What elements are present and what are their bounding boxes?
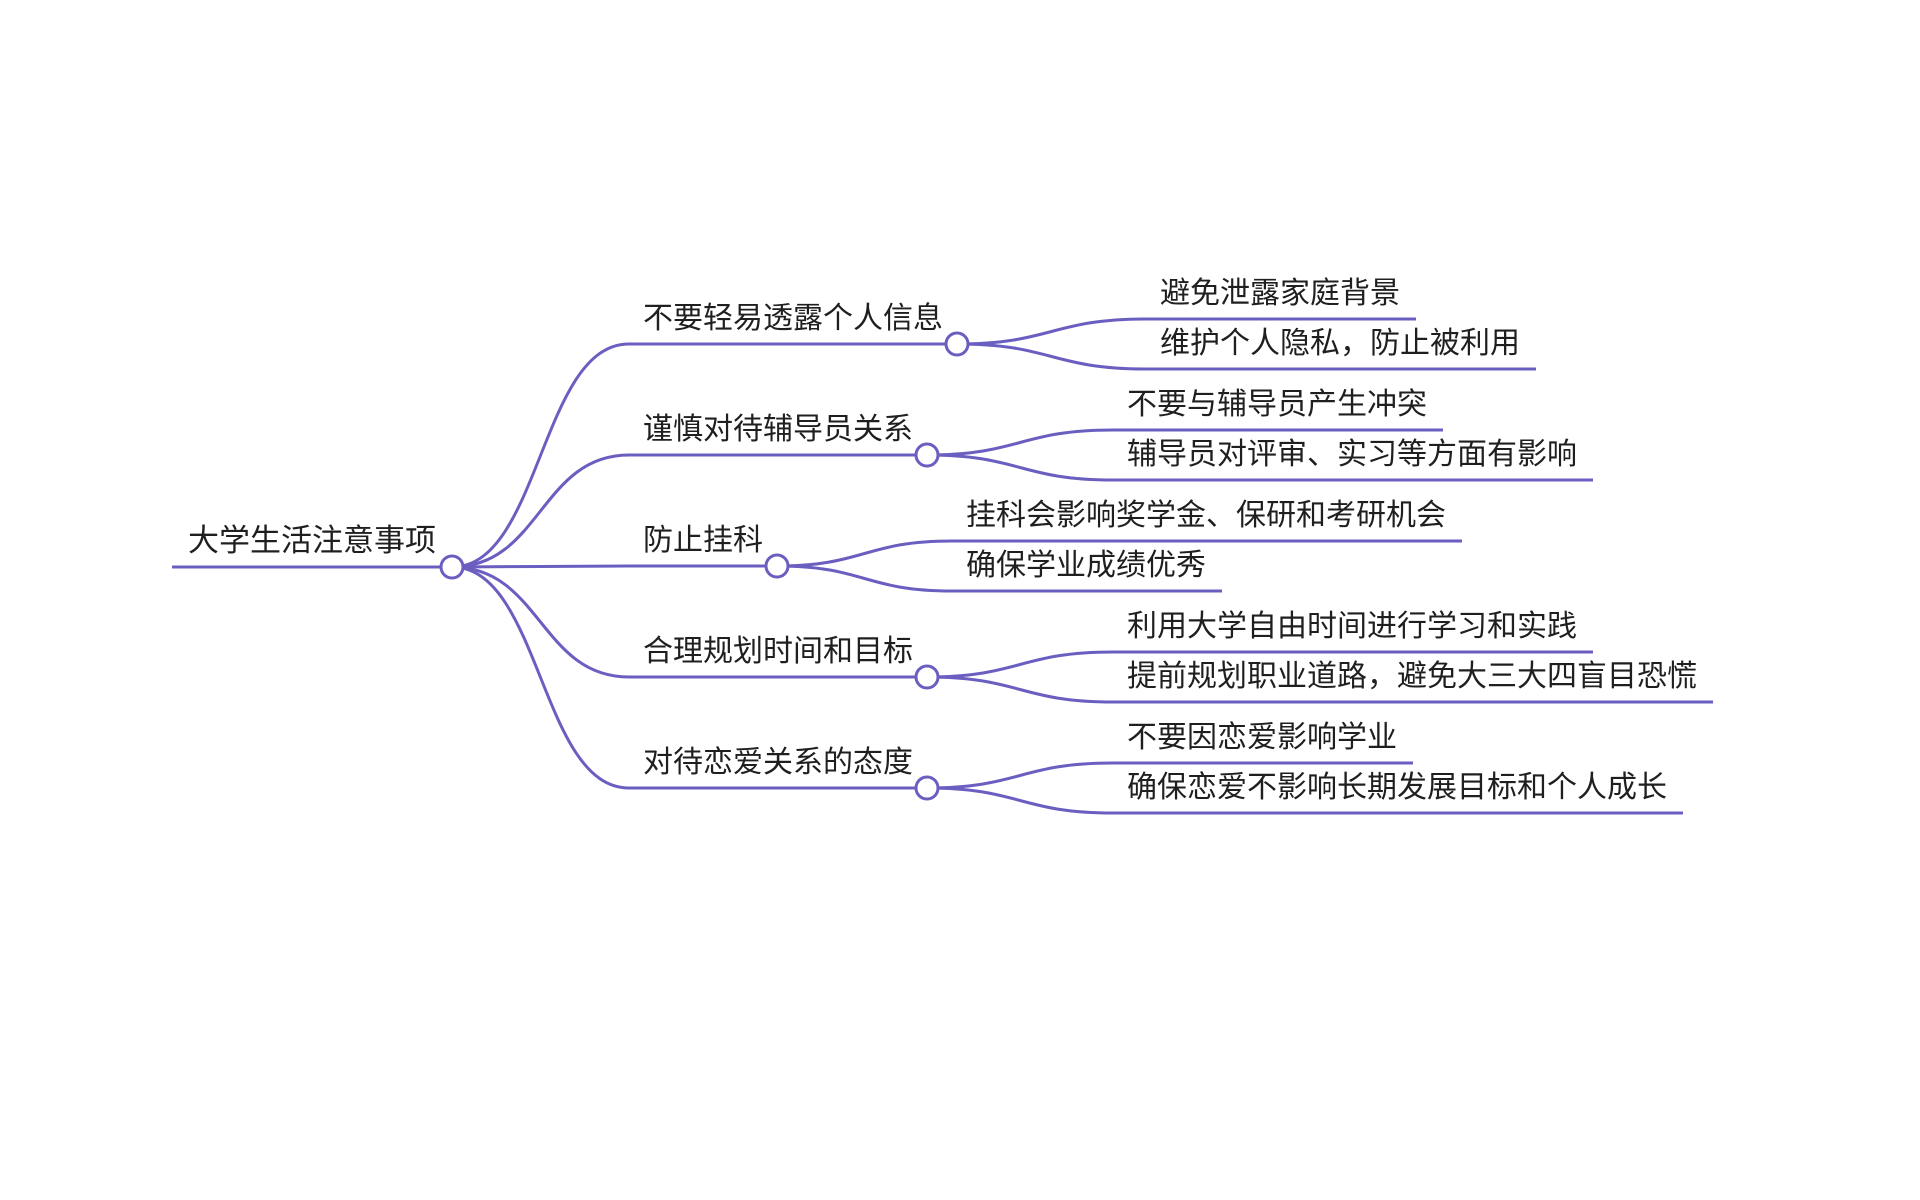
root-to-branch-connector-4 bbox=[451, 565, 630, 790]
root-topic-label: 大学生活注意事项 bbox=[188, 523, 436, 559]
branch-to-leaf-connector-2 bbox=[926, 428, 1114, 457]
leaf-label-counselor-influence: 辅导员对评审、实习等方面有影响 bbox=[1127, 437, 1577, 472]
branch-to-leaf-connector-4 bbox=[776, 539, 953, 568]
leaf-label-scholarship-impact: 挂科会影响奖学金、保研和考研机会 bbox=[966, 498, 1446, 533]
branch-collapse-node-3[interactable] bbox=[914, 664, 940, 690]
leaf-label-free-time-study: 利用大学自由时间进行学习和实践 bbox=[1127, 609, 1577, 644]
branch-to-leaf-connector-5 bbox=[776, 564, 953, 593]
branch-to-leaf-connector-0 bbox=[956, 317, 1147, 346]
branch-label-romance: 对待恋爱关系的态度 bbox=[643, 745, 913, 780]
branch-collapse-node-4[interactable] bbox=[914, 775, 940, 801]
leaf-label-good-grades: 确保学业成绩优秀 bbox=[966, 548, 1206, 583]
root-to-branch-connector-0 bbox=[451, 342, 630, 569]
leaf-label-family-background: 避免泄露家庭背景 bbox=[1160, 276, 1400, 311]
root-to-branch-connector-1 bbox=[451, 453, 630, 569]
root-collapse-node[interactable] bbox=[439, 554, 465, 580]
branch-collapse-node-0[interactable] bbox=[944, 331, 970, 357]
branch-to-leaf-connector-1 bbox=[956, 342, 1147, 371]
root-to-branch-connector-3 bbox=[451, 565, 630, 679]
branch-label-personal-info: 不要轻易透露个人信息 bbox=[643, 301, 943, 336]
branch-to-leaf-connector-3 bbox=[926, 453, 1114, 482]
branch-label-counselor: 谨慎对待辅导员关系 bbox=[643, 412, 913, 447]
branch-label-time-planning: 合理规划时间和目标 bbox=[643, 634, 913, 669]
branch-to-leaf-connector-7 bbox=[926, 675, 1114, 704]
branch-to-leaf-connector-9 bbox=[926, 786, 1114, 815]
branch-collapse-node-1[interactable] bbox=[914, 442, 940, 468]
leaf-label-privacy: 维护个人隐私，防止被利用 bbox=[1160, 326, 1520, 361]
branch-to-leaf-connector-8 bbox=[926, 761, 1114, 790]
leaf-label-long-term-goals: 确保恋爱不影响长期发展目标和个人成长 bbox=[1127, 770, 1667, 805]
branch-to-leaf-connector-6 bbox=[926, 650, 1114, 679]
branch-label-failing-courses: 防止挂科 bbox=[643, 523, 763, 558]
leaf-label-career-planning: 提前规划职业道路，避免大三大四盲目恐慌 bbox=[1127, 659, 1697, 694]
branch-collapse-node-2[interactable] bbox=[764, 553, 790, 579]
leaf-label-no-romance-distraction: 不要因恋爱影响学业 bbox=[1127, 720, 1397, 755]
root-to-branch-connector-2 bbox=[451, 564, 630, 569]
leaf-label-no-conflict: 不要与辅导员产生冲突 bbox=[1127, 387, 1427, 422]
